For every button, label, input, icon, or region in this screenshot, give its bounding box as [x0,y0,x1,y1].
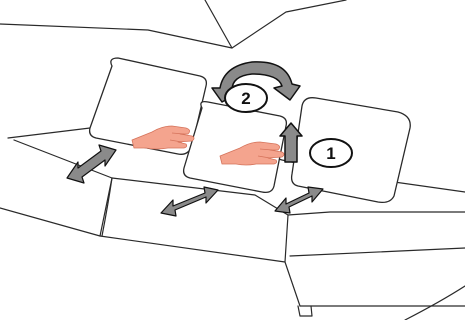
sofa-back-fold-line [205,0,232,48]
sofa-front-top-line [290,248,465,256]
seat-divider-left-inner [102,178,112,236]
sofa-foot [298,306,312,316]
sofa-front-face [0,208,300,306]
step-1-label: 1 [326,144,335,163]
slide-arrow-right-icon [275,187,323,213]
step-2-label: 2 [241,89,250,108]
step-2-badge: 2 [225,84,267,112]
seat-divider-right [285,215,288,262]
sofa-back-top-line [0,0,346,48]
floor-curve [405,286,465,320]
slide-arrow-middle-icon [161,187,218,216]
step-1-badge: 1 [310,139,352,167]
